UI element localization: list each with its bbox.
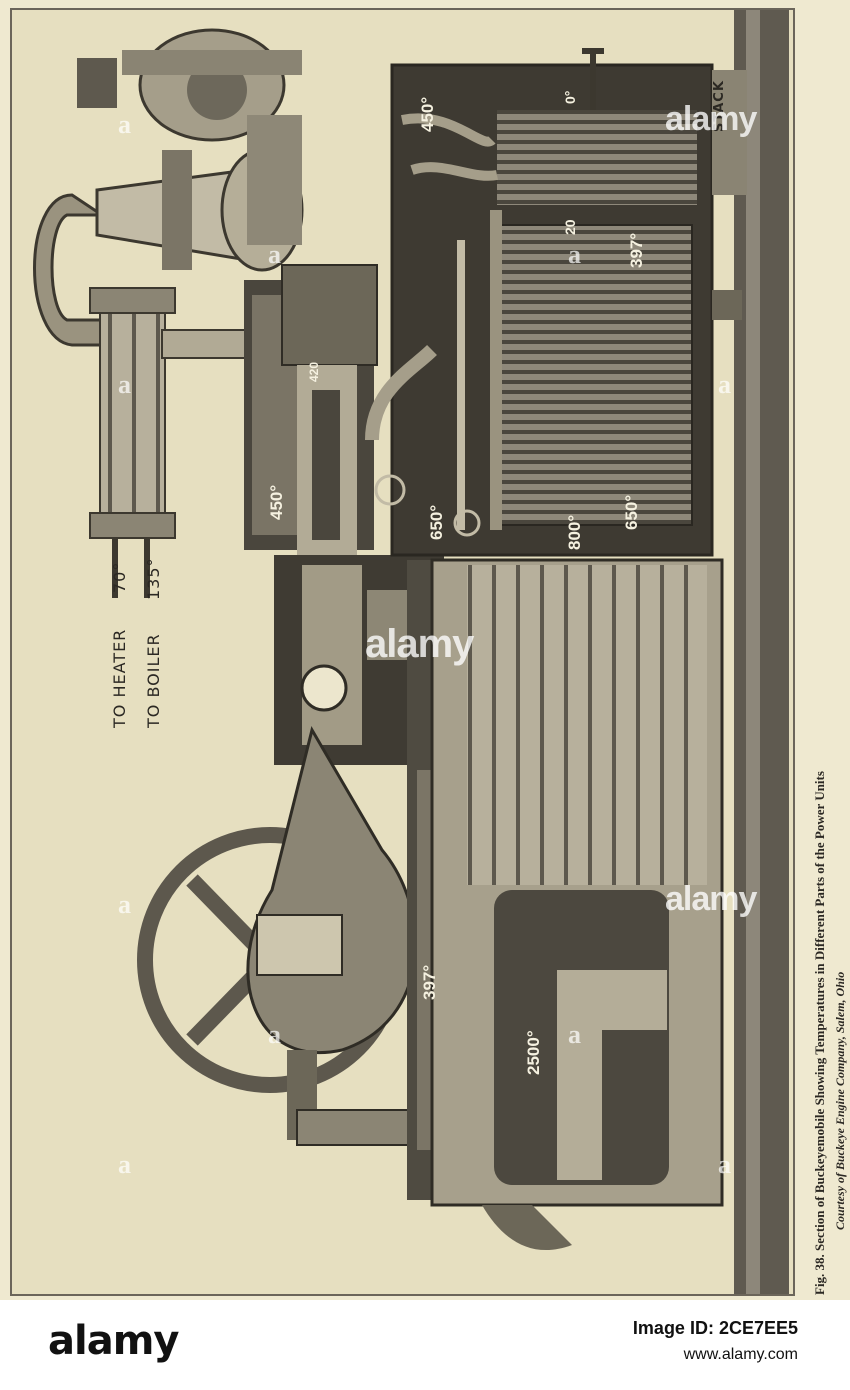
to-boiler-label: TO BOILER (144, 633, 163, 728)
image-id: Image ID: 2CE7EE5 (632, 1318, 798, 1338)
heater-temp-label: 70° (110, 561, 129, 593)
site-url: www.alamy.com (683, 1346, 798, 1363)
boiler-shell (430, 558, 724, 1251)
temp-650-tubes: 650° (622, 494, 641, 530)
temp-450-cylinder: 450° (267, 484, 286, 520)
engine-section-drawing (33, 10, 789, 1294)
watermark-text: alamy (365, 622, 474, 666)
watermark-mark: a (118, 370, 131, 399)
boiler-temp-label: 135° (144, 557, 163, 600)
temp-800: 800° (565, 514, 584, 550)
stock-footer: alamy Image ID: 2CE7EE5 www.alamy.com (0, 1300, 850, 1390)
watermark-mark: a (118, 1150, 131, 1179)
temp-450-top: 450° (418, 96, 437, 132)
temp-650-valve: 650° (427, 504, 446, 540)
temp-0-top: 0° (562, 90, 578, 104)
watermark-mark: a (268, 240, 281, 269)
temp-397-tubes: 397° (627, 232, 646, 268)
figure-credit: Courtesy of Buckeye Engine Company, Sale… (833, 971, 847, 1230)
ground-base (734, 10, 789, 1294)
watermark-mark: a (118, 110, 131, 139)
figure-caption: Fig. 38. Section of Buckeyemobile Showin… (812, 771, 827, 1295)
watermark-mark: a (118, 890, 131, 919)
watermark-mark: a (268, 1020, 281, 1049)
watermark-text: alamy (665, 100, 757, 138)
flywheel (137, 726, 453, 1146)
temp-397-frame: 397° (420, 964, 439, 1000)
watermark-mark: a (718, 370, 731, 399)
watermark-mark: a (718, 1150, 731, 1179)
alamy-logo: alamy (48, 1318, 179, 1364)
watermark-text: alamy (665, 880, 757, 918)
temp-2500: 2500° (524, 1030, 543, 1075)
scanned-page: TO HEATER TO BOILER 70° 135° STACK 450° … (10, 8, 847, 1296)
engine-illustration-plate: TO HEATER TO BOILER 70° 135° STACK 450° … (10, 8, 795, 1296)
temp-420: 420 (307, 361, 321, 382)
pump-assembly (33, 28, 304, 347)
upper-boiler (365, 48, 714, 557)
watermark-mark: a (568, 1020, 581, 1049)
temp-20: 20 (562, 219, 578, 235)
to-heater-label: TO HEATER (110, 628, 129, 728)
watermark-mark: a (568, 240, 581, 269)
stack-block (712, 70, 747, 195)
